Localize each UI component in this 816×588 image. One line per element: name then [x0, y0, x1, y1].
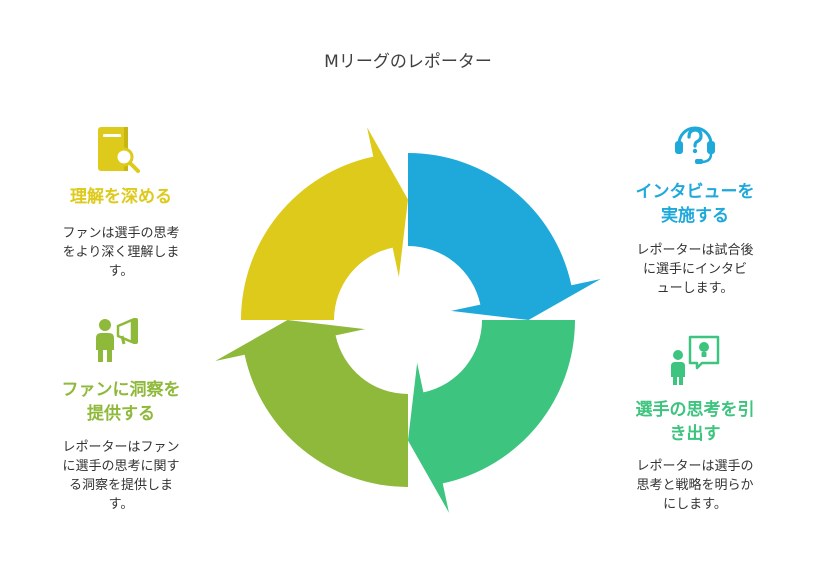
- step-provide-heading: ファンに洞察を 提供する: [61, 380, 181, 424]
- cycle-arrow-interview: [408, 153, 601, 320]
- speech-lightbulb-icon: [671, 335, 720, 385]
- step-understand-description: ファンは選手の思考 をより深く理解しま す。: [62, 226, 180, 279]
- megaphone-person-icon: [96, 318, 138, 362]
- step-understand-heading: 理解を深める: [70, 187, 172, 207]
- cycle-arrow-provide: [215, 320, 408, 487]
- diagram-title: Mリーグのレポーター: [324, 52, 492, 72]
- step-interview-description: レポーターは試合後 に選手にインタビ ューします。: [636, 243, 754, 296]
- step-elicit-description: レポーターは選手の 思考と戦略を明らか にします。: [636, 459, 754, 512]
- cycle-arrow-understand: [240, 127, 408, 320]
- step-interview-heading: インタビューを 実施する: [635, 182, 755, 226]
- book-search-icon: [98, 127, 140, 173]
- step-elicit-heading: 選手の思考を引 き出す: [635, 400, 755, 444]
- question-headset-icon: [675, 126, 715, 164]
- step-provide-description: レポーターはファン に選手の思考に関す る洞察を提供しま す。: [62, 440, 180, 512]
- cycle-arrow-elicit: [408, 320, 575, 513]
